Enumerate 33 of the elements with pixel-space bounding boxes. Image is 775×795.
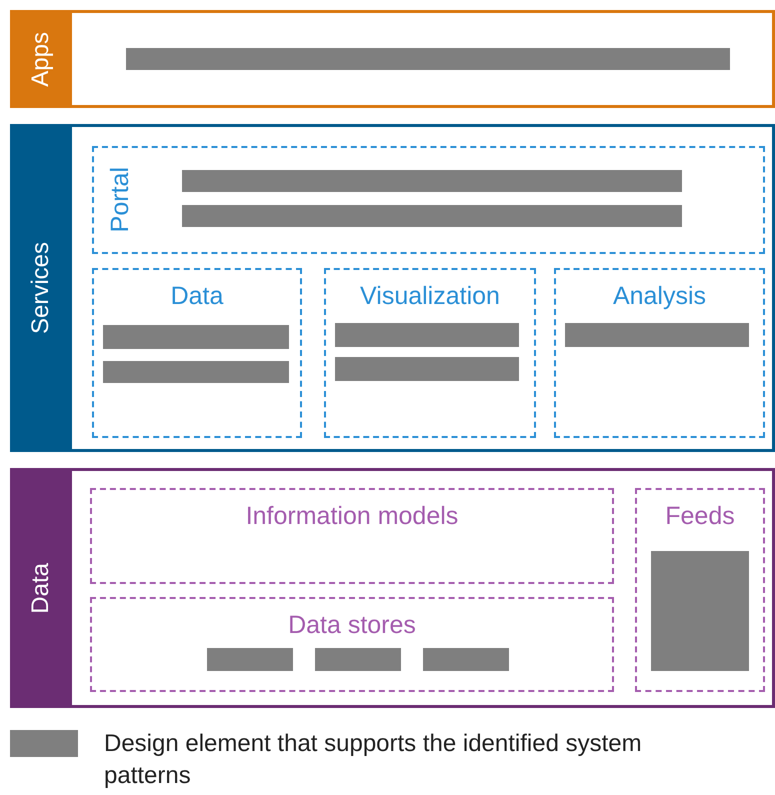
layer-band: [10, 10, 775, 108]
layer-title: Services: [29, 242, 53, 334]
component-group: [90, 597, 614, 692]
design-element-bar: [423, 648, 509, 671]
design-element-bar: [335, 323, 519, 347]
legend-text: Design element that supports the identified system patterns: [104, 729, 643, 791]
group-title: Feeds: [664, 504, 736, 529]
design-element-bar: [126, 48, 730, 70]
group-title: Data: [170, 284, 224, 309]
layer-band: [10, 468, 775, 708]
component-group: [92, 146, 765, 254]
design-element-bar: [565, 323, 749, 347]
component-group: [92, 268, 302, 438]
design-element-bar: [207, 648, 293, 671]
design-element-bar: [182, 170, 682, 192]
design-element-bar: [651, 551, 749, 671]
component-group: [635, 488, 765, 692]
group-title: Portal: [108, 167, 133, 233]
group-title: Data stores: [287, 613, 417, 638]
group-title: Analysis: [612, 284, 708, 309]
design-element-bar: [335, 357, 519, 381]
design-element-bar: [315, 648, 401, 671]
component-group: [554, 268, 765, 438]
layer-band: [10, 124, 775, 452]
design-element-bar: [182, 205, 682, 227]
layer-title: Apps: [29, 32, 53, 86]
design-element-bar: [103, 325, 289, 349]
component-group: [324, 268, 536, 438]
group-title: Visualization: [359, 284, 501, 309]
component-group: [90, 488, 614, 584]
group-title: Information models: [244, 504, 460, 529]
design-element-bar: [103, 361, 289, 383]
layer-title: Data: [29, 562, 53, 614]
